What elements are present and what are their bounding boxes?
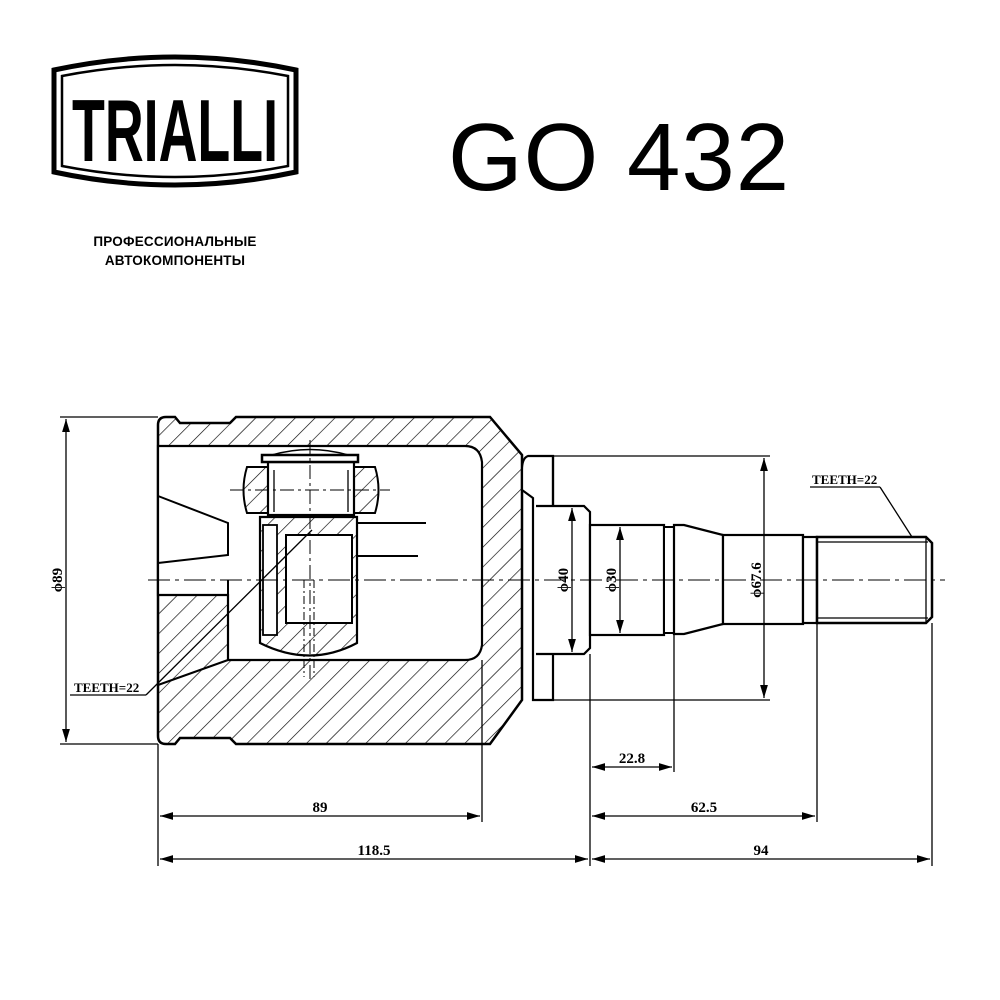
brand-subtitle: ПРОФЕССИОНАЛЬНЫЕ АВТОКОМПОНЕНТЫ (60, 232, 290, 270)
brand-subtitle-line2: АВТОКОМПОНЕНТЫ (104, 253, 246, 268)
dim-outer-diameter: ϕ89 (50, 568, 66, 592)
logo-text: TRIALLI (72, 81, 278, 180)
dim-housing-inner-length: 89 (313, 800, 328, 816)
dim-housing-flange-diameter: ϕ67.6 (749, 562, 765, 598)
dim-shaft-step-length: 22.8 (619, 751, 645, 767)
brand-subtitle-line1: ПРОФЕССИОНАЛЬНЫЕ (93, 234, 257, 249)
dim-shaft-diameter: ϕ30 (604, 568, 620, 592)
dim-shaft-total-length: 94 (754, 843, 770, 859)
dim-flange-diameter: ϕ40 (556, 568, 572, 592)
logo-badge-icon: TRIALLI (51, 54, 299, 188)
annotation-teeth-inner: TEETH=22 (74, 680, 139, 695)
dimensions (60, 416, 933, 866)
annotation-teeth-outer: TEETH=22 (812, 472, 877, 487)
tripod-assembly (230, 440, 426, 680)
dim-housing-total-length: 118.5 (358, 843, 391, 859)
part-number: GO 432 (448, 104, 791, 211)
dim-shaft-spline-length: 62.5 (691, 800, 717, 816)
brand-logo: TRIALLI (50, 52, 300, 190)
stub-shaft (520, 454, 934, 702)
